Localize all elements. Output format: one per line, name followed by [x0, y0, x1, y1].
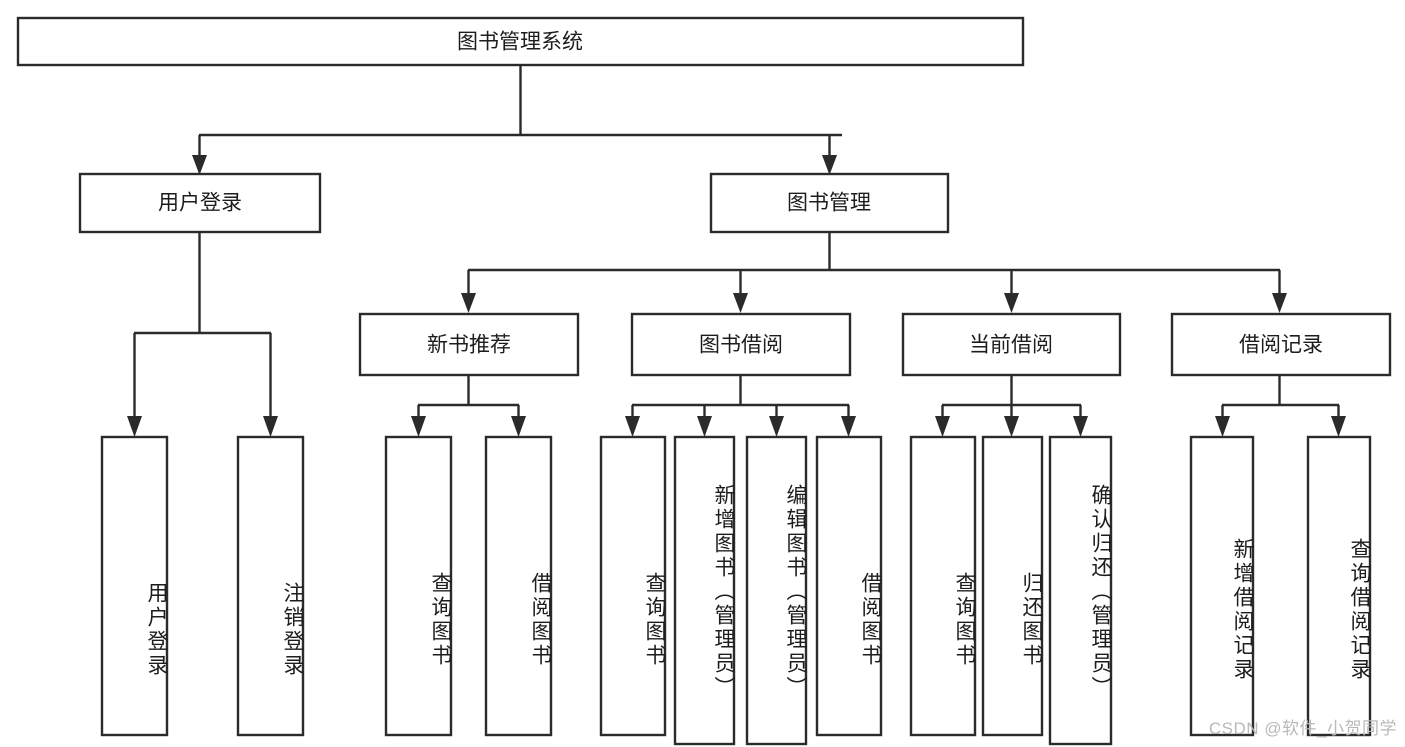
arrow-head-newbook-query — [411, 416, 426, 437]
arrow-head-leaf-logout — [263, 416, 278, 437]
leaf-box-logout[interactable] — [236, 435, 305, 737]
arrow-head-borrow — [733, 293, 748, 313]
leaf-box-user-login[interactable] — [100, 435, 169, 737]
node-book-management-box[interactable] — [709, 172, 950, 234]
node-user-login[interactable]: 用户登录 — [78, 172, 322, 234]
arrow-head-newbook — [461, 293, 476, 313]
arrow-head-current-confirm — [1073, 416, 1088, 437]
node-borrow-record[interactable]: 借阅记录 — [1170, 312, 1392, 377]
connector-group-newbook — [411, 375, 526, 437]
leaf-box-current-confirm-admin[interactable] — [1048, 435, 1113, 746]
connector-group-current — [935, 375, 1088, 437]
node-book-management-label: 图书管理 — [787, 192, 871, 215]
arrow-head-borrow-edit — [769, 416, 784, 437]
connector-group-user-login — [127, 232, 278, 437]
arrow-head-record-query — [1331, 416, 1346, 437]
node-book-borrow[interactable]: 图书借阅 — [630, 312, 852, 377]
leaf-box-borrow-add-admin[interactable] — [673, 435, 736, 746]
leaf-box-current-return[interactable] — [981, 435, 1044, 737]
node-root-box[interactable] — [16, 16, 1025, 67]
connector-group-book-mgmt — [461, 232, 1287, 313]
node-new-book-recommend-box[interactable] — [358, 312, 580, 377]
arrow-head-borrow-add — [697, 416, 712, 437]
node-book-borrow-box[interactable] — [630, 312, 852, 377]
connector-group-borrow — [625, 375, 856, 437]
node-current-borrow-label: 当前借阅 — [969, 334, 1053, 357]
node-user-login-box[interactable] — [78, 172, 322, 234]
leaf-box-record-query[interactable] — [1306, 435, 1372, 737]
arrow-head-current-return — [1004, 416, 1019, 437]
connector-group-record — [1215, 375, 1346, 437]
node-book-management[interactable]: 图书管理 — [709, 172, 950, 234]
arrow-head-current — [1004, 293, 1019, 313]
node-new-book-recommend[interactable]: 新书推荐 — [358, 312, 580, 377]
node-root[interactable]: 图书管理系统 — [16, 16, 1025, 67]
leaf-box-borrow-query[interactable] — [599, 435, 667, 737]
leaf-box-record-add[interactable] — [1189, 435, 1255, 737]
arrow-head-borrow-lend — [841, 416, 856, 437]
leaf-box-current-query[interactable] — [909, 435, 977, 737]
leaf-box-borrow-edit-admin[interactable] — [745, 435, 808, 746]
node-borrow-record-label: 借阅记录 — [1239, 334, 1323, 357]
leaf-box-borrow-lend[interactable] — [815, 435, 883, 737]
arrow-head-borrow-query — [625, 416, 640, 437]
leaf-box-newbook-borrow[interactable] — [484, 435, 553, 737]
leaf-box-newbook-query[interactable] — [384, 435, 453, 737]
arrow-head-record — [1272, 293, 1287, 313]
node-current-borrow-box[interactable] — [901, 312, 1122, 377]
arrow-head-book-mgmt — [822, 155, 837, 175]
arrow-head-current-query — [935, 416, 950, 437]
arrow-head-record-add — [1215, 416, 1230, 437]
arrow-head-leaf-user-login — [127, 416, 142, 437]
watermark-text: CSDN @软件_小贺同学 — [1208, 719, 1397, 738]
node-book-borrow-label: 图书借阅 — [699, 334, 783, 357]
node-borrow-record-box[interactable] — [1170, 312, 1392, 377]
node-current-borrow[interactable]: 当前借阅 — [901, 312, 1122, 377]
arrow-head-user-login — [192, 155, 207, 175]
node-new-book-recommend-label: 新书推荐 — [427, 334, 511, 357]
node-user-login-label: 用户登录 — [158, 192, 242, 215]
connector-group-root — [192, 65, 842, 175]
arrow-head-newbook-borrow — [511, 416, 526, 437]
node-root-label: 图书管理系统 — [457, 31, 583, 54]
